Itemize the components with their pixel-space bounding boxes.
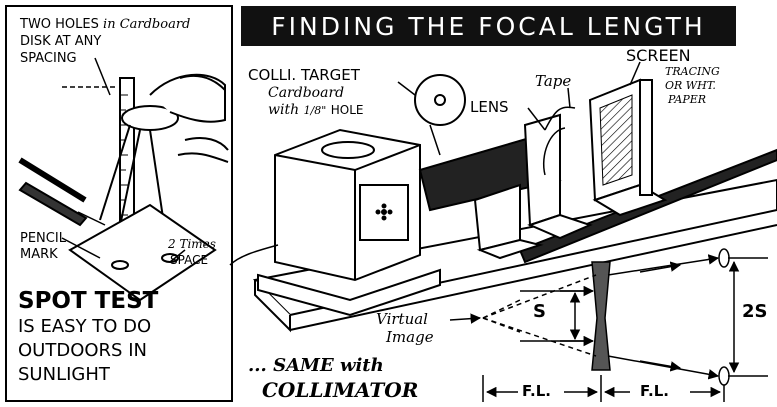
times-label-1: 2 Times: [168, 238, 216, 250]
s-label: S: [533, 303, 546, 321]
note-line2: DISK AT ANY: [20, 35, 101, 48]
target-sub-3: HOLE: [331, 103, 364, 117]
two-s-label: 2S: [742, 303, 768, 321]
spot-test-body-2: OUTDOORS IN: [18, 342, 147, 360]
page-title: FINDING THE FOCAL LENGTH: [271, 12, 705, 41]
image-spot-top: [719, 249, 729, 267]
spot-test-body-1: IS EASY TO DO: [18, 318, 151, 336]
note-line1: TWO HOLES in Cardboard: [20, 18, 190, 31]
fl-left-label: F.L.: [522, 384, 551, 399]
spot-test-body-3: SUNLIGHT: [18, 366, 110, 384]
virtual-label-1: Virtual: [376, 312, 428, 327]
pencil-label-1: PENCIL: [20, 232, 66, 245]
target-label: COLLI. TARGET: [248, 68, 360, 83]
times-label-2: SPACE: [170, 254, 208, 266]
note-line1-caps: TWO HOLES: [20, 17, 99, 32]
note-line1-script: in Cardboard: [103, 17, 190, 32]
screen-label: SCREEN: [626, 48, 691, 64]
virtual-label-2: Image: [386, 330, 434, 345]
collimator-caption-1: ... SAME with: [248, 357, 384, 375]
collimator-caption-2: COLLIMATOR: [262, 380, 418, 400]
target-fraction: 1/8": [304, 104, 327, 117]
ray-diagram: [450, 249, 768, 402]
image-spot-bottom: [719, 367, 729, 385]
target-sub-line: with 1/8" HOLE: [268, 103, 364, 117]
title-banner: FINDING THE FOCAL LENGTH: [241, 6, 736, 46]
target-sub-1: Cardboard: [268, 86, 344, 100]
spot-test-heading: SPOT TEST: [18, 290, 158, 313]
target-sub-2: with: [268, 102, 299, 118]
screen-sub-3: PAPER: [668, 94, 706, 105]
screen-sub-1: TRACING: [665, 66, 720, 77]
tape-label: Tape: [535, 74, 571, 89]
lens-label: LENS: [470, 100, 509, 115]
diverging-lens: [592, 262, 610, 370]
pencil-label-2: MARK: [20, 248, 58, 261]
lens-holder: [525, 115, 560, 225]
note-line3: SPACING: [20, 52, 77, 65]
fl-right-label: F.L.: [640, 384, 669, 399]
screen-sub-2: OR WHT.: [665, 80, 716, 91]
